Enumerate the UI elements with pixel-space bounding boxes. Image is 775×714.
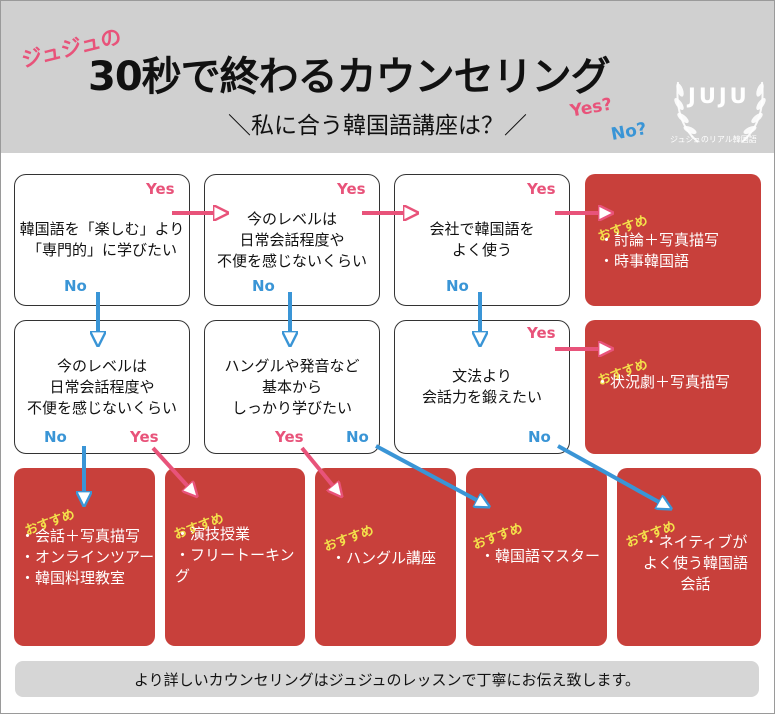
question-text-5: ハングルや発音など 基本から しっかり学びたい xyxy=(224,356,360,417)
yes-label: Yes xyxy=(527,324,556,342)
result-box-7: おすすめ ・ネイティブが よく使う韓国語 会話 xyxy=(617,468,761,646)
yes-label: Yes xyxy=(275,428,304,446)
result-items-2: ・状況劇＋写真描写 xyxy=(595,373,731,391)
no-label: No xyxy=(446,277,469,295)
logo-text: JUJU xyxy=(688,84,750,108)
yes-label: Yes xyxy=(337,180,366,198)
logo-subtext: ジュジュのリアル韓国語 xyxy=(670,135,757,144)
question-text-6: 文法より 会話力を鍛えたい xyxy=(421,367,542,406)
no-label: No xyxy=(44,428,67,446)
result-items-3: ・会話＋写真描写 ・オンラインツアー ・韓国料理教室 xyxy=(20,527,155,587)
yes-label: Yes xyxy=(146,180,175,198)
question-text-1: 韓国語を「楽しむ」より 「専門的」に学びたい xyxy=(19,220,185,259)
yes-label: Yes xyxy=(130,428,159,446)
result-items-6: ・韓国語マスター xyxy=(480,547,601,565)
question-box-1: 韓国語を「楽しむ」より 「専門的」に学びたい xyxy=(14,174,190,306)
page-title: 30秒で終わるカウンセリング xyxy=(88,54,611,100)
question-box-4: 今のレベルは 日常会話程度や 不便を感じないくらい xyxy=(14,320,190,454)
question-text-3: 会社で韓国語を よく使う xyxy=(429,220,535,259)
result-box-2: おすすめ ・状況劇＋写真描写 xyxy=(585,320,761,454)
footer-note: より詳しいカウンセリングはジュジュのレッスンで丁寧にお伝え致します。 xyxy=(15,661,759,697)
question-text-4: 今のレベルは 日常会話程度や 不便を感じないくらい xyxy=(26,356,177,417)
question-text-2: 今のレベルは 日常会話程度や 不便を感じないくらい xyxy=(216,209,367,270)
result-box-6: おすすめ ・韓国語マスター xyxy=(466,468,607,646)
page-subtitle: ＼私に合う韓国語講座は？／ xyxy=(228,113,527,139)
result-items-1: ・討論＋写真描写 ・時事韓国語 xyxy=(599,231,720,270)
no-label: No xyxy=(528,428,551,446)
result-box-1: おすすめ ・討論＋写真描写 ・時事韓国語 xyxy=(585,174,761,306)
laurel-logo-icon xyxy=(674,81,766,143)
result-items-5: ・ハングル講座 xyxy=(331,549,437,567)
header-banner xyxy=(1,1,774,153)
no-label: No xyxy=(346,428,369,446)
result-box-4: おすすめ ・演技授業 ・フリートーキング xyxy=(165,468,305,646)
result-box-3: おすすめ ・会話＋写真描写 ・オンラインツアー ・韓国料理教室 xyxy=(14,468,155,646)
no-label: No xyxy=(252,277,275,295)
result-box-5: おすすめ ・ハングル講座 xyxy=(315,468,456,646)
result-items-4: ・演技授業 ・フリートーキング xyxy=(175,525,295,585)
result-items-7: ・ネイティブが よく使う韓国語 会話 xyxy=(643,533,749,593)
yes-label: Yes xyxy=(527,180,556,198)
no-label: No xyxy=(64,277,87,295)
question-box-2: 今のレベルは 日常会話程度や 不便を感じないくらい xyxy=(204,174,380,306)
question-box-3: 会社で韓国語を よく使う xyxy=(394,174,570,306)
